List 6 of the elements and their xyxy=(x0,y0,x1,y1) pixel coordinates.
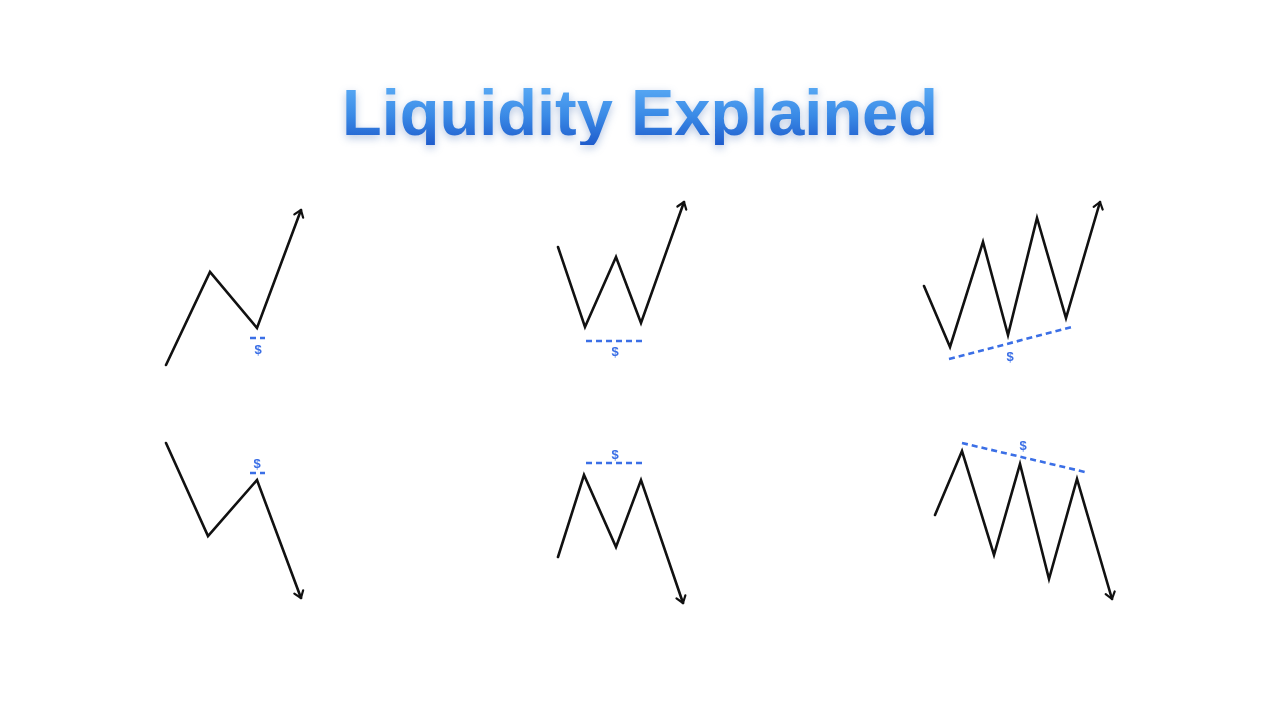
dollar-label: $ xyxy=(1006,349,1014,363)
dollar-label: $ xyxy=(254,342,262,356)
dollar-label: $ xyxy=(1019,438,1027,452)
dollar-label: $ xyxy=(253,456,261,470)
dollar-label: $ xyxy=(611,344,619,358)
dollar-label: $ xyxy=(611,447,619,461)
